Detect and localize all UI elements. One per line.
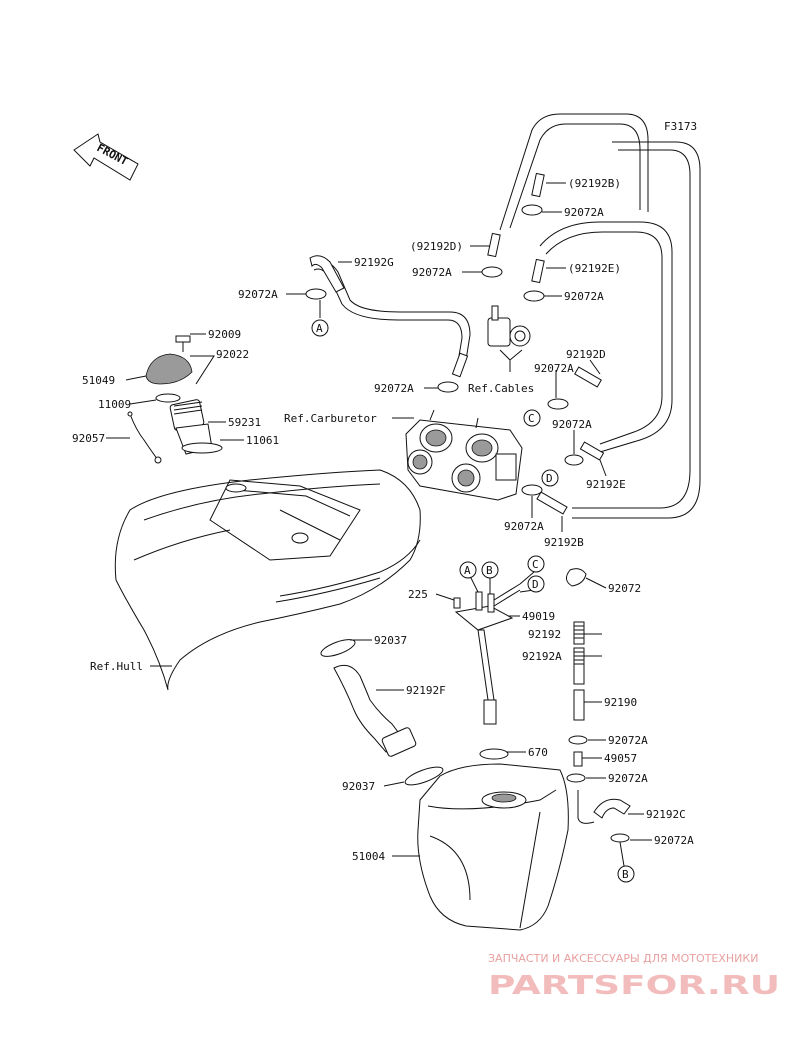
watermark: ЗАПЧАСТИ И АКСЕССУАРЫ ДЛЯ МОТОТЕХНИКИ PA… <box>488 952 780 1001</box>
part-label: 92072A <box>564 290 604 303</box>
part-label: 92072A <box>412 266 452 279</box>
part-label: 11009 <box>98 398 131 411</box>
part-label: 92072A <box>552 418 592 431</box>
part-label: 92072 <box>608 582 641 595</box>
part-label: Ref.Carburetor <box>284 412 377 425</box>
part-label: 670 <box>528 746 548 759</box>
part-label: 92192E <box>586 478 626 491</box>
part-label: (92192B) <box>568 177 621 190</box>
watermark-subtitle: ЗАПЧАСТИ И АКСЕССУАРЫ ДЛЯ МОТОТЕХНИКИ <box>488 952 758 965</box>
part-label: 92022 <box>216 348 249 361</box>
part-label: 92072A <box>238 288 278 301</box>
filler-hose <box>320 639 444 786</box>
callout-letter: D <box>532 578 539 591</box>
part-label: 51004 <box>352 850 385 863</box>
part-label: 92057 <box>72 432 105 445</box>
part-label: 11061 <box>246 434 279 447</box>
callout-markers: A C D A B C D B <box>311 319 635 883</box>
hose-clamps <box>305 204 584 496</box>
carburetor <box>405 409 523 501</box>
part-label: 92072A <box>374 382 414 395</box>
part-label: 49057 <box>604 752 637 765</box>
fuel-tank <box>417 748 569 931</box>
part-label: 92192B <box>544 536 584 549</box>
part-label: 92072A <box>534 362 574 375</box>
callout-letter: C <box>532 558 539 571</box>
part-label: 92072A <box>608 734 648 747</box>
part-label: 92072A <box>504 520 544 533</box>
callout-letter: B <box>486 564 493 577</box>
part-label: 49019 <box>522 610 555 623</box>
figure-code: F3173 <box>664 120 697 133</box>
callout-letter: C <box>528 412 535 425</box>
part-label: 92037 <box>374 634 407 647</box>
part-label: 92072A <box>608 772 648 785</box>
hose-segments <box>309 172 605 515</box>
callout-letter: D <box>546 472 553 485</box>
part-label: 92192C <box>646 808 686 821</box>
part-label: (92192D) <box>410 240 463 253</box>
callout-letter: B <box>622 868 629 881</box>
fuel-fitting <box>487 305 531 372</box>
part-label: 59231 <box>228 416 261 429</box>
part-label: Ref.Hull <box>90 660 143 673</box>
watermark-brand: PARTSFOR.RU <box>488 971 780 1001</box>
part-label: 92009 <box>208 328 241 341</box>
part-label: 92037 <box>342 780 375 793</box>
part-label: (92192E) <box>568 262 621 275</box>
part-label: 51049 <box>82 374 115 387</box>
part-label: Ref.Cables <box>468 382 534 395</box>
fuel-pickup <box>453 583 521 725</box>
leader-lines <box>106 182 652 867</box>
part-labels: (92192B) 92072A (92192D) 92192G 92072A (… <box>72 177 694 863</box>
part-label: 92192G <box>354 256 394 269</box>
part-label: 92192 <box>528 628 561 641</box>
part-label: 92192D <box>566 348 606 361</box>
filler-cap-assembly <box>127 335 223 464</box>
part-label: 225 <box>408 588 428 601</box>
part-label: 92192F <box>406 684 446 697</box>
part-label: 92072A <box>564 206 604 219</box>
part-label: 92190 <box>604 696 637 709</box>
vent-parts <box>566 568 631 843</box>
part-label: 92192A <box>522 650 562 663</box>
callout-letter: A <box>464 564 471 577</box>
front-arrow-icon: FRONT <box>73 133 139 181</box>
part-label: 92072A <box>654 834 694 847</box>
hull <box>114 469 421 691</box>
callout-letter: A <box>316 322 323 335</box>
